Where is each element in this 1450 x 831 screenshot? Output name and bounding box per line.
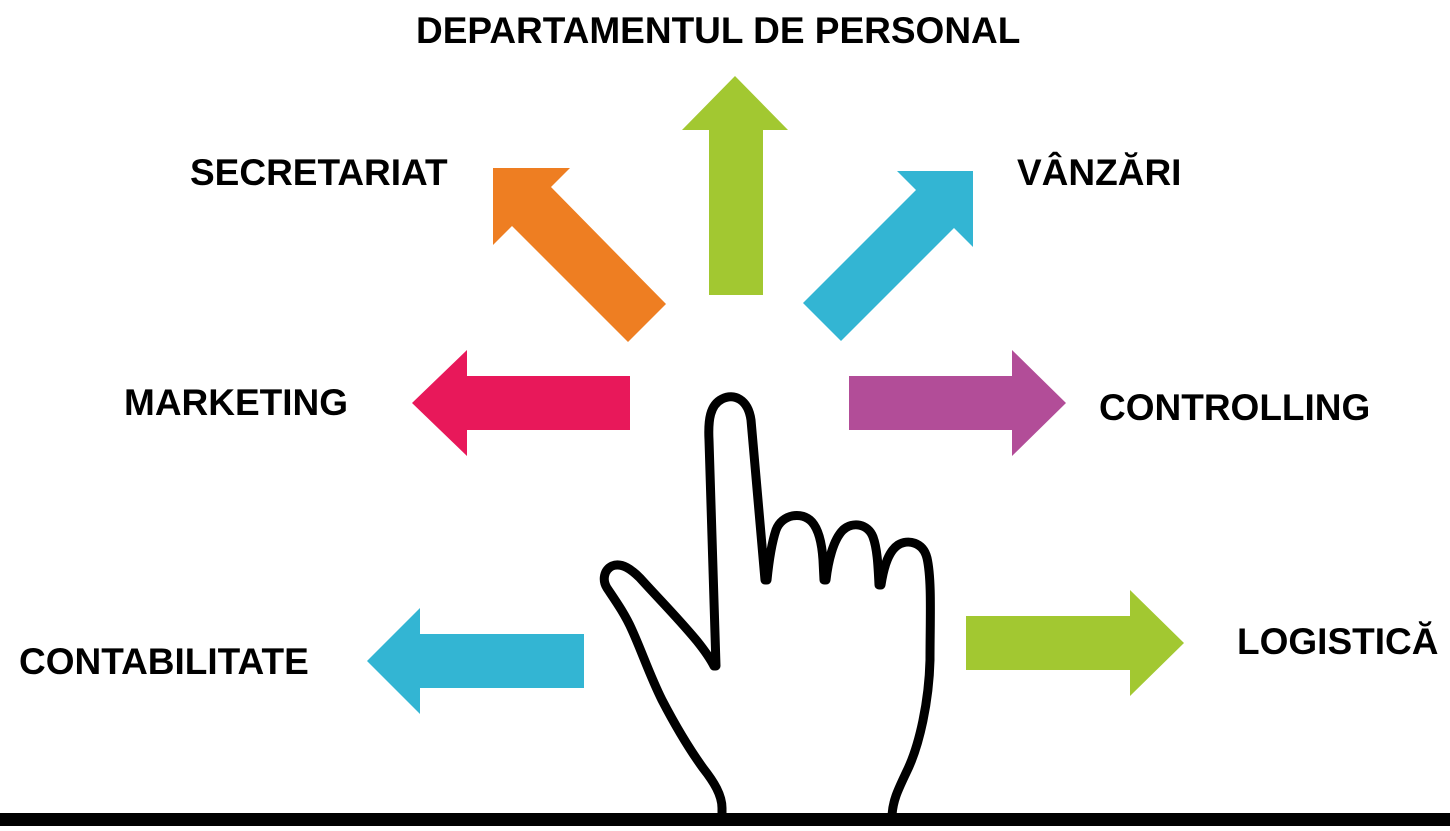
arrow-right-controlling: [849, 350, 1066, 456]
label-secretariat: SECRETARIAT: [190, 152, 448, 193]
label-vanzari: VÂNZĂRI: [1017, 152, 1182, 193]
base-bar: [0, 813, 1450, 826]
arrow-up-personal: [682, 76, 788, 295]
label-departamentul-de-personal: DEPARTAMENTUL DE PERSONAL: [416, 10, 1021, 51]
arrow-right-logistica: [966, 590, 1184, 696]
label-logistica: LOGISTICĂ: [1237, 621, 1439, 662]
arrow-left-marketing: [412, 350, 630, 456]
arrow-up-right-vanzari: [803, 171, 973, 341]
pointing-hand-icon: [599, 392, 935, 831]
label-marketing: MARKETING: [124, 382, 349, 423]
label-contabilitate: CONTABILITATE: [19, 641, 309, 682]
arrow-left-contabilitate: [367, 608, 584, 714]
arrow-up-left-secretariat: [493, 168, 666, 342]
label-controlling: CONTROLLING: [1099, 387, 1371, 428]
